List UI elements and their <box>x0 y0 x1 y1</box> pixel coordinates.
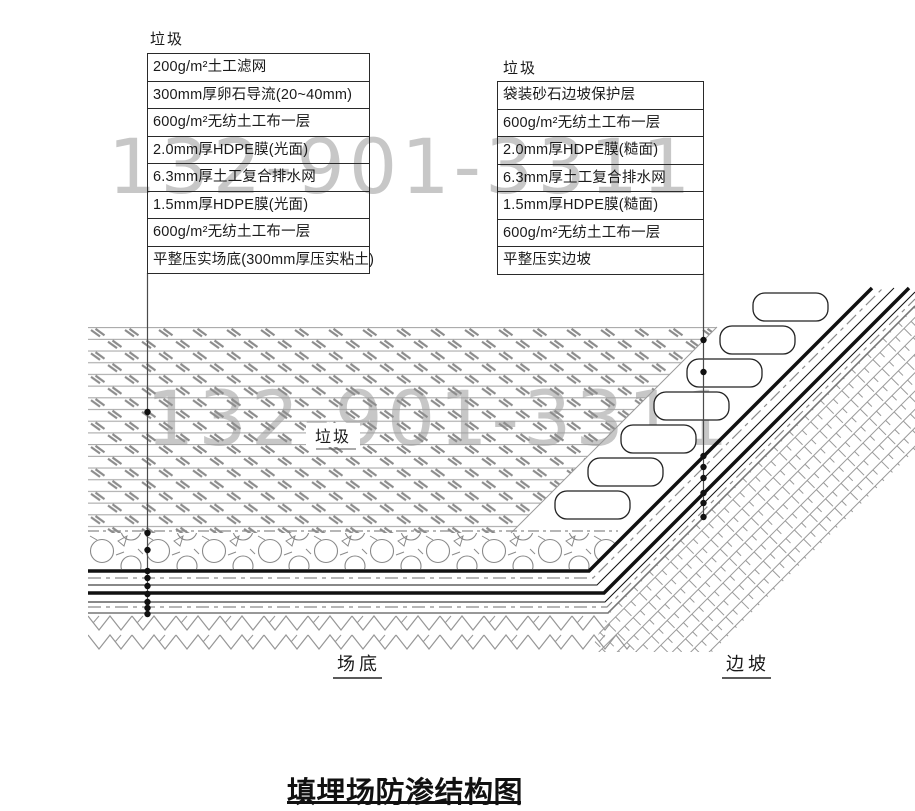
drawing-title: 填埋场防渗结构图 <box>287 777 524 809</box>
drawing-title-underline <box>287 801 521 804</box>
sandbag-stack <box>554 292 829 520</box>
slope-ground-comb-hatch <box>590 306 915 652</box>
side-slope-underline <box>722 677 771 679</box>
right-leader-line <box>700 273 707 521</box>
subgrade-weave-hatch <box>88 614 636 652</box>
waste-body-label-text: 垃圾 <box>315 428 351 446</box>
table-row: 袋装砂石边坡保护层 <box>498 81 703 109</box>
side-slope-label: 边坡 <box>726 654 770 674</box>
left-waste-label: 垃圾 <box>150 31 185 48</box>
table-row: 平整压实边坡 <box>498 246 703 274</box>
table-row: 平整压实场底(300mm厚压实粘土) <box>148 245 374 274</box>
side-slope-layer-table: 袋装砂石边坡保护层 600g/m²无纺土工布一层 2.0mm厚HDPE膜(糙面)… <box>497 81 704 275</box>
table-row: 1.5mm厚HDPE膜(糙面) <box>498 191 703 219</box>
table-row: 6.3mm厚土工复合排水网 <box>498 163 703 192</box>
left-leader-line <box>144 273 151 618</box>
table-row: 1.5mm厚HDPE膜(光面) <box>148 190 369 219</box>
table-row: 600g/m²无纺土工布一层 <box>498 218 703 247</box>
field-bottom-layer-table: 200g/m²土工滤网 300mm厚卵石导流(20~40mm) 600g/m²无… <box>147 53 374 274</box>
liner-layer-lines <box>88 286 915 614</box>
table-row: 2.0mm厚HDPE膜(糙面) <box>498 136 703 164</box>
waste-body-label: 垃圾 <box>306 423 360 450</box>
table-row: 600g/m²无纺土工布一层 <box>148 218 369 246</box>
table-row: 600g/m²无纺土工布一层 <box>498 108 703 137</box>
field-bottom-underline <box>333 677 382 679</box>
table-row: 6.3mm厚土工复合排水网 <box>148 163 369 191</box>
table-row: 2.0mm厚HDPE膜(光面) <box>148 135 369 164</box>
table-row: 200g/m²土工滤网 <box>148 53 369 81</box>
table-row: 600g/m²无纺土工布一层 <box>148 108 369 136</box>
field-bottom-label: 场底 <box>337 654 381 674</box>
gravel-drainage-layer <box>88 530 627 569</box>
right-waste-label: 垃圾 <box>503 60 538 77</box>
table-row: 300mm厚卵石导流(20~40mm) <box>148 80 369 109</box>
waste-fill-hatch <box>88 326 718 534</box>
